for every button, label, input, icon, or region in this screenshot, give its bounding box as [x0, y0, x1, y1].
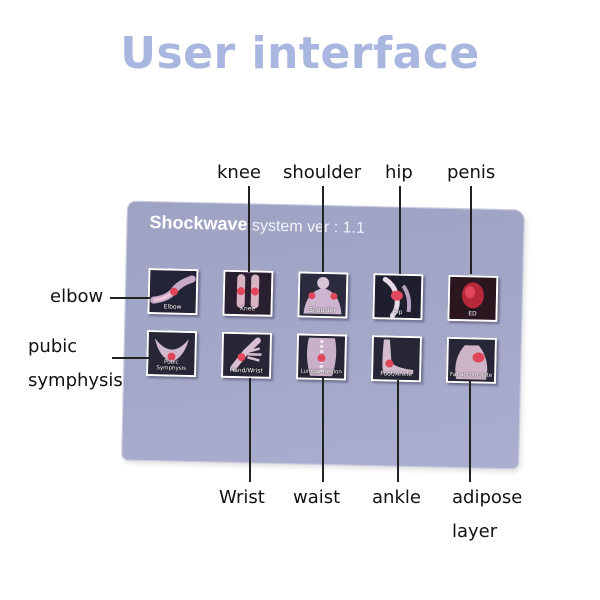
- tile-penis[interactable]: ED: [447, 274, 499, 322]
- tile-label: Shoulder: [309, 306, 336, 315]
- adipose-icon: [447, 338, 495, 382]
- tile-label: Lumbar Region: [300, 368, 342, 376]
- tile-shoulder[interactable]: Shoulder: [297, 271, 349, 319]
- tile-label: Fat accumulate: [449, 371, 493, 379]
- callout-hip: hip: [385, 162, 413, 183]
- tile-foot-ankle[interactable]: Foot/Ankle: [370, 335, 422, 383]
- callout-line-wrist: [249, 378, 251, 482]
- device-screen: Shockwave system ver : 1.1 Elbow Knee: [122, 201, 524, 469]
- waist-icon: [298, 335, 345, 379]
- callout-wrist: Wrist: [219, 487, 265, 508]
- screen-brand: Shockwave: [149, 212, 248, 235]
- callout-line-shoulder: [322, 186, 324, 272]
- hip-icon: [374, 275, 422, 319]
- callout-line-adipose: [469, 380, 471, 482]
- penis-icon: [449, 276, 497, 320]
- callout-shoulder: shoulder: [283, 162, 362, 183]
- screen-title: Shockwave system ver : 1.1: [149, 212, 365, 238]
- callout-waist: waist: [293, 487, 341, 508]
- tile-knee[interactable]: Knee: [222, 269, 274, 317]
- elbow-icon: [149, 270, 197, 314]
- ankle-icon: [373, 337, 420, 381]
- tile-lumbar-region[interactable]: Lumbar Region: [295, 333, 348, 381]
- callout-line-ankle: [397, 380, 399, 482]
- pubic-icon: [148, 332, 196, 376]
- tile-label: Elbow: [163, 303, 182, 311]
- callout-adipose: adipose: [452, 487, 523, 508]
- callout-line-hip: [399, 186, 401, 274]
- tile-hand-wrist[interactable]: Hand/Wrist: [221, 331, 273, 379]
- callout-line-knee: [248, 186, 250, 272]
- tile-label: Hand/Wrist: [229, 366, 263, 375]
- callout-layer: layer: [452, 521, 498, 542]
- callout-ankle: ankle: [372, 487, 421, 508]
- tile-label: Pubic Symphysis: [156, 359, 187, 372]
- callout-pubic: pubic: [28, 336, 78, 357]
- callout-penis: penis: [447, 162, 496, 183]
- tile-label: Knee: [239, 305, 256, 313]
- callout-symphysis: symphysis: [28, 370, 123, 391]
- wrist-icon: [223, 333, 270, 377]
- callout-knee: knee: [217, 162, 261, 183]
- tile-label: ED: [468, 310, 477, 318]
- callout-elbow: elbow: [50, 286, 104, 307]
- screen-version: system ver : 1.1: [247, 217, 366, 237]
- tile-pubic-symphysis[interactable]: Pubic Symphysis: [146, 330, 198, 378]
- tile-label: Hip: [392, 308, 403, 316]
- tile-hip[interactable]: Hip: [372, 273, 424, 321]
- tile-elbow[interactable]: Elbow: [147, 268, 199, 316]
- callout-line-pubic: [112, 357, 150, 359]
- shoulder-icon: [299, 273, 347, 317]
- page-title: User interface: [120, 28, 480, 79]
- callout-line-waist: [322, 378, 324, 482]
- tile-fat-accumulate[interactable]: Fat accumulate: [445, 336, 497, 384]
- callout-line-elbow: [110, 297, 150, 299]
- knee-icon: [224, 271, 272, 315]
- callout-line-penis: [470, 186, 472, 274]
- tile-label: Foot/Ankle: [380, 370, 413, 379]
